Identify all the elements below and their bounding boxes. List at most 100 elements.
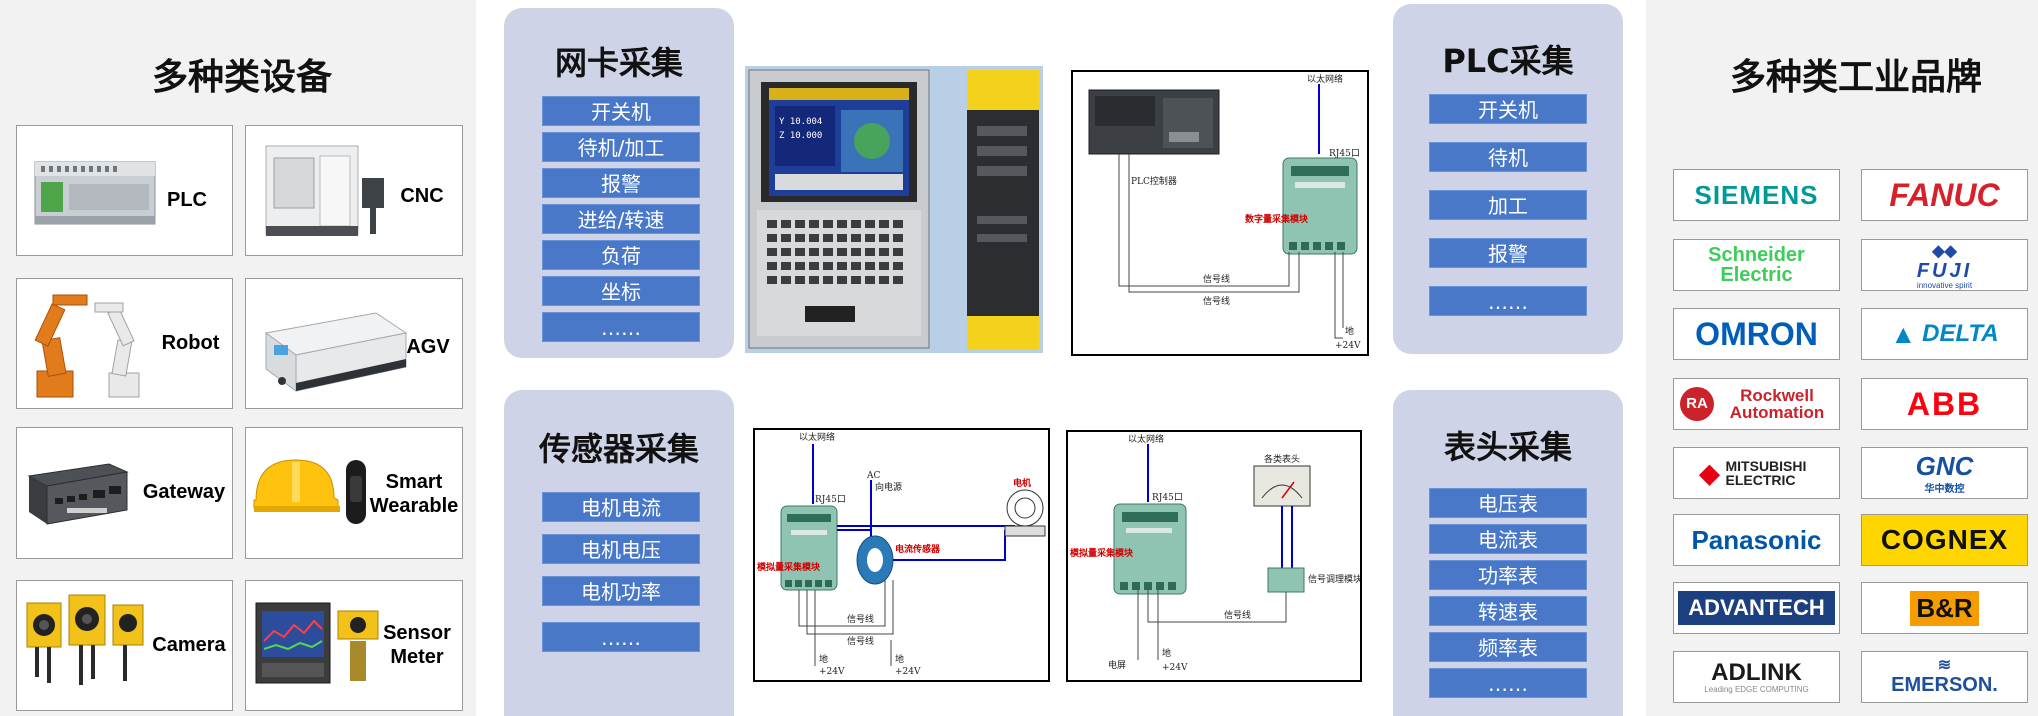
diagram-label: 信号线 [1203,295,1230,307]
plc-item-power: 开关机 [1429,94,1587,124]
svg-text:Z 10.000: Z 10.000 [779,131,822,141]
diagram-label: 地 [895,653,904,665]
device-label: Camera [152,634,226,656]
wearable-icon [253,459,366,524]
sensor-item-more: …… [542,622,700,652]
brand-omron: OMRON [1673,308,1840,360]
device-label: AGV [406,336,450,358]
diagram-label: 地 [1345,325,1354,337]
meter-item-voltmeter: 电压表 [1429,488,1587,518]
plc-item-alarm: 报警 [1429,238,1587,268]
plc-item-idle: 待机 [1429,142,1587,172]
diagram-label: 以太网络 [1307,73,1343,85]
plc-item-working: 加工 [1429,190,1587,220]
fuji-logo-mark: ◆◆ [1932,242,1957,260]
nic-item-alarm: 报警 [542,168,700,198]
brand-siemens: SIEMENS [1673,169,1840,221]
cnc-controller-icon: Y 10.004 Z 10.000 [748,69,1039,350]
device-label: PLC [167,189,207,211]
robot-arm-icon [34,294,140,398]
meter-item-ammeter: 电流表 [1429,524,1587,554]
meter-item-tachometer: 转速表 [1429,596,1587,626]
meter-wiring-graphic: 以太网络 RJ45口 各类表头 模拟量采集模块 信号调理模块 信号线 地 +24… [1070,433,1360,673]
diagram-label: 模拟量采集模块 [1070,547,1134,559]
sensor-collection-panel: 传感器采集 电机电流 电机电压 电机功率 …… [504,390,734,716]
brand-name: Rockwell Automation [1729,386,1825,422]
brand-tagline: innovative spirit [1916,280,1973,290]
diagram-label: 以太网络 [799,431,835,443]
sensor-item-current: 电机电流 [542,492,700,522]
meter-collection-panel: 表头采集 电压表 电流表 功率表 转速表 频率表 …… [1393,390,1623,716]
brand-fuji: ◆◆ FUJI innovative spirit [1861,239,2028,291]
panel-title: PLC采集 [1442,42,1574,80]
brand-delta: ▲ DELTA [1861,308,2028,360]
device-label: Robot [161,332,220,354]
panel-title: 网卡采集 [554,44,683,82]
diagram-label: RJ45口 [815,495,846,505]
nic-item-power: 开关机 [542,96,700,126]
sensor-wiring-diagram: 以太网络 RJ45口 AC 向电源 模拟量采集模块 电流传感器 电机 信号线 信… [753,428,1050,682]
diagram-label: 信号调理模块 [1308,573,1360,585]
meter-item-more: …… [1429,668,1587,698]
meter-wiring-diagram: 以太网络 RJ45口 各类表头 模拟量采集模块 信号调理模块 信号线 地 +24… [1066,430,1362,682]
brand-name: OMRON [1695,315,1818,352]
brand-tagline: 华中数控 [1924,483,1965,495]
sensor-item-voltage: 电机电压 [542,534,700,564]
devices-title: 多种类设备 [151,57,332,98]
plc-icon [34,161,156,225]
diagram-label: 电屏 [1108,659,1126,671]
agv-icon [264,312,408,392]
brand-name: FANUC [1889,176,2000,213]
diagram-label: RJ45口 [1329,149,1360,159]
device-label: Smart Wearable [369,471,459,517]
device-label: Sensor Meter [383,622,451,668]
brand-rockwell: RA Rockwell Automation [1673,378,1840,430]
brand-br: B&R [1861,582,2028,634]
brand-name: B&R [1910,590,1979,626]
diagram-label: 各类表头 [1264,453,1300,465]
diagram-label: +24V [895,667,921,677]
brand-name: FUJI [1916,259,1973,282]
nic-item-coordinate: 坐标 [542,276,700,306]
brands-title: 多种类工业品牌 [1729,57,1982,98]
device-card-cnc: CNC [245,125,463,256]
device-card-robot: Robot [16,278,233,409]
diagram-label: 模拟量采集模块 [757,561,821,573]
brand-panasonic: Panasonic [1673,514,1840,566]
brand-abb: ABB [1861,378,2028,430]
diagram-label: +24V [819,667,845,677]
device-card-smart-wearable: Smart Wearable [245,427,463,559]
cnc-machine-icon [265,145,384,236]
brand-name: ADLINK [1711,658,1802,686]
brand-tagline: Leading EDGE COMPUTING [1704,684,1809,694]
diagram-label: PLC控制器 [1131,175,1177,187]
diagram-label: 信号线 [847,613,874,625]
emerson-logo-icon: ≋ [1937,657,1952,674]
brand-schneider: Schneider Electric [1673,239,1840,291]
device-card-camera: Camera [16,580,233,711]
gateway-icon [27,463,129,525]
brand-fanuc: FANUC [1861,169,2028,221]
brand-name: Schneider Electric [1708,244,1805,286]
diagram-label: 电机 [1013,477,1031,489]
brand-name: ADVANTECH [1678,591,1835,625]
brand-name: SIEMENS [1694,179,1819,210]
brand-name: ABB [1906,385,1983,422]
plc-wiring-graphic: 以太网络 RJ45口 PLC控制器 数字量采集模块 信号线 信号线 地 +24V [1088,73,1361,351]
plc-collection-panel: PLC采集 开关机 待机 加工 报警 …… [1393,4,1623,354]
diagram-label: 地 [1162,647,1171,659]
panel-title: 传感器采集 [538,430,699,468]
camera-icon [26,594,144,685]
plc-wiring-diagram: 以太网络 RJ45口 PLC控制器 数字量采集模块 信号线 信号线 地 +24V [1071,70,1369,356]
diagram-label: 地 [819,653,828,665]
cnc-controller-image: Y 10.004 Z 10.000 [745,66,1043,353]
plc-item-more: …… [1429,286,1587,316]
brand-name: COGNEX [1880,524,2009,555]
panel-title: 表头采集 [1443,428,1572,466]
sensor-meter-icon [255,602,379,684]
diagram-label: 以太网络 [1128,433,1164,445]
brand-name: DELTA [1922,320,1999,347]
device-card-agv: AGV [245,278,463,409]
nic-item-load: 负荷 [542,240,700,270]
brand-mitsubishi: ◆ MITSUBISHI ELECTRIC [1673,447,1840,499]
